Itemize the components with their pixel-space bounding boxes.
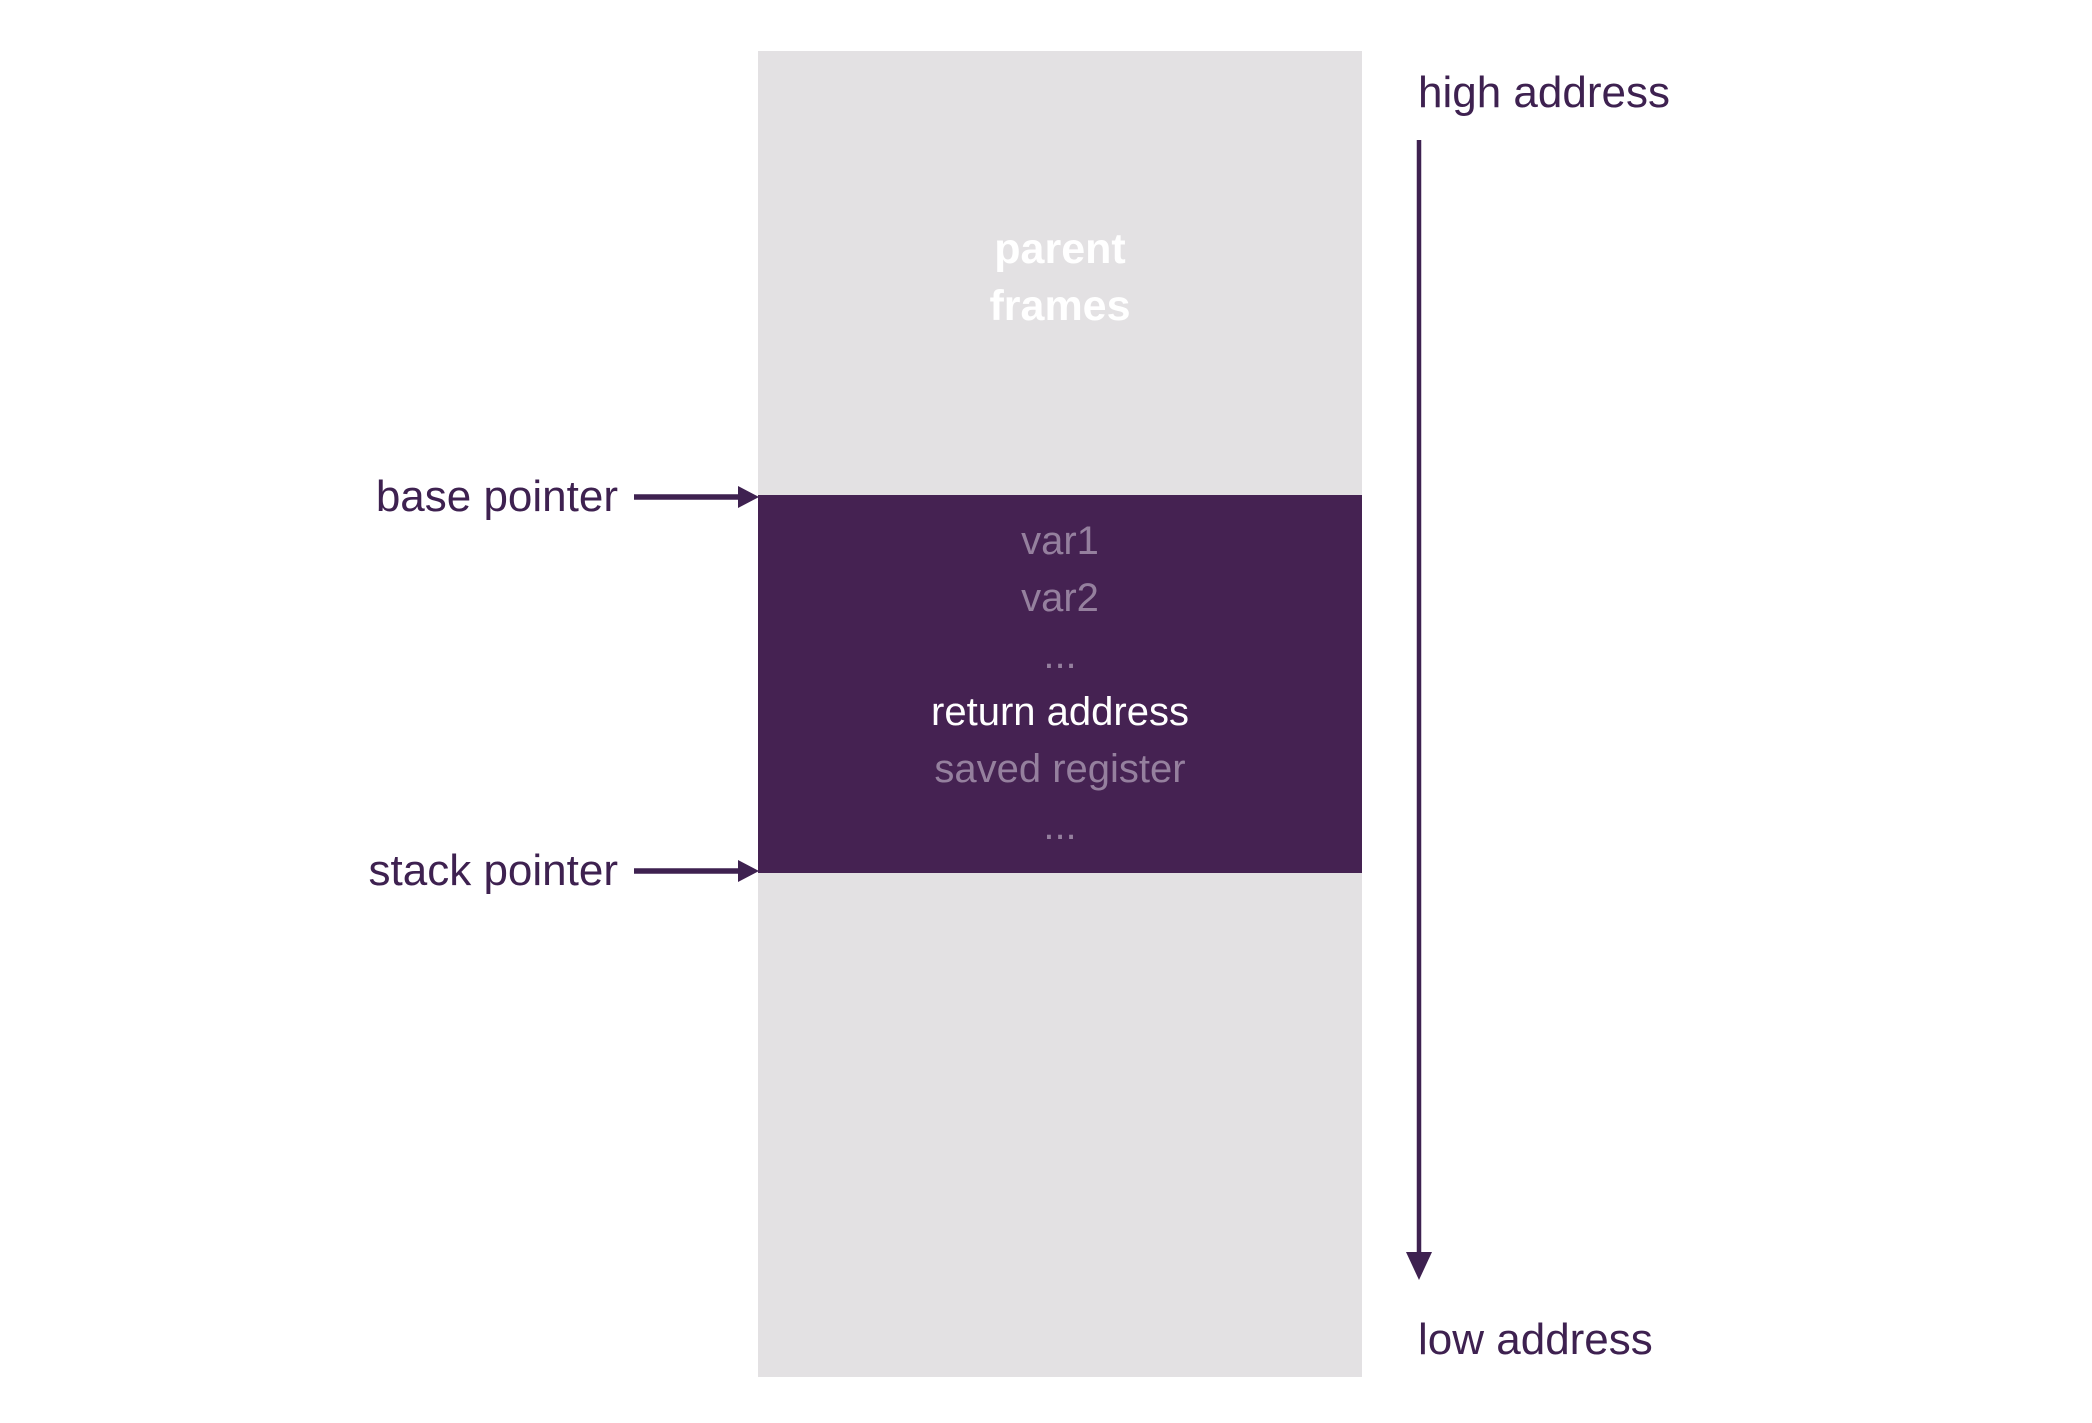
high-address-label: high address (1418, 68, 1670, 117)
frame-row-var1: var1 (1021, 519, 1099, 563)
stack-pointer-arrow-icon (634, 860, 759, 882)
parent-frames-line2: frames (989, 282, 1131, 330)
frame-row-saved-register: saved register (934, 747, 1186, 791)
frame-row-ellipsis-bottom: ... (1043, 804, 1077, 848)
base-pointer-arrow-icon (634, 486, 759, 508)
stack-pointer-label: stack pointer (368, 846, 618, 895)
address-direction-arrow-icon (1406, 140, 1432, 1280)
base-pointer-label: base pointer (375, 472, 618, 521)
frame-row-return-address: return address (931, 690, 1189, 734)
current-stack-frame: var1 var2 ... return address saved regis… (758, 495, 1362, 873)
parent-frames-line1: parent (994, 225, 1126, 273)
low-address-label: low address (1418, 1315, 1653, 1364)
parent-frames-label: parent frames (758, 221, 1362, 335)
frame-row-ellipsis-top: ... (1043, 633, 1077, 677)
frame-row-var2: var2 (1021, 576, 1099, 620)
